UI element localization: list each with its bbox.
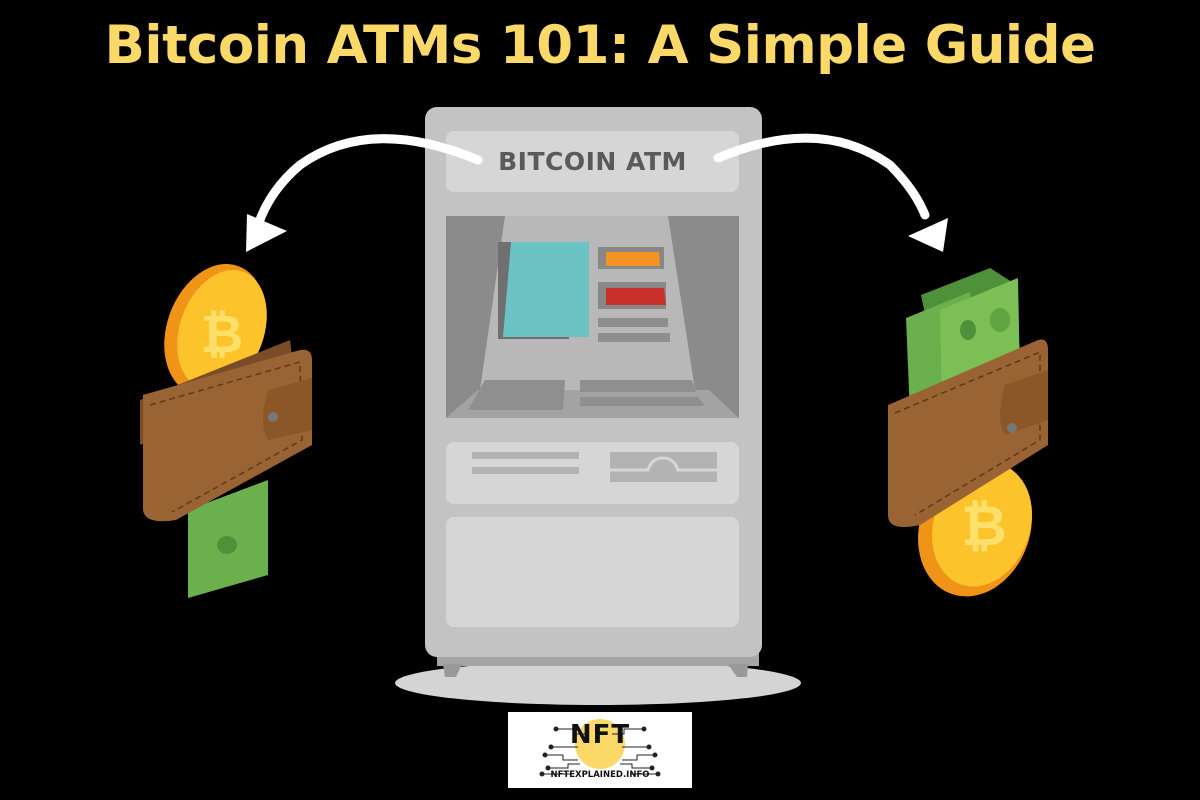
- right-wallet-with-cash: ₿: [888, 268, 1048, 597]
- atm-label: BITCOIN ATM: [498, 147, 687, 176]
- atm-orange-button: [606, 252, 660, 266]
- atm-foot-right: [728, 664, 748, 677]
- site-logo[interactable]: NFT NFTEXPLAINED.INFO: [508, 712, 692, 788]
- arrow-left-icon: [246, 134, 483, 252]
- atm-card-slot: [610, 452, 717, 482]
- atm-shadow: [395, 661, 801, 705]
- logo-site-name: NFTEXPLAINED.INFO: [550, 770, 650, 780]
- atm-red-button: [606, 288, 666, 305]
- svg-text:₿: ₿: [961, 494, 1007, 559]
- arrow-right-icon: [713, 133, 948, 252]
- atm-foot-left: [443, 664, 462, 677]
- atm-machine: [425, 107, 762, 657]
- left-wallet-with-bitcoin: ₿: [140, 264, 312, 598]
- circuit-icon: [539, 719, 661, 777]
- svg-text:₿: ₿: [201, 305, 243, 365]
- logo-mark: NFT: [569, 720, 631, 750]
- atm-cash-dispenser: [446, 517, 739, 627]
- page-title: Bitcoin ATMs 101: A Simple Guide: [104, 15, 1096, 76]
